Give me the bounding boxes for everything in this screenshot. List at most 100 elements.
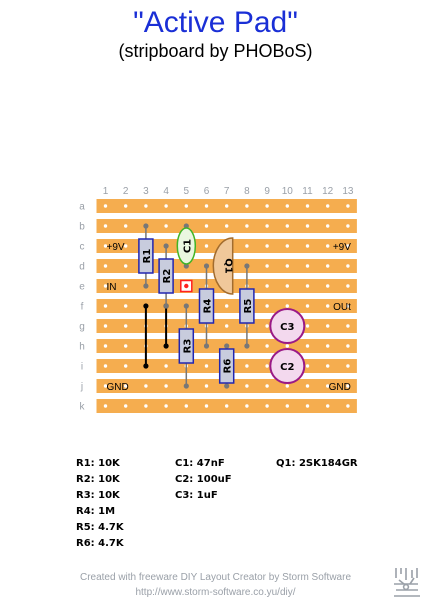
resistor-pad: [143, 283, 149, 289]
hole: [103, 364, 108, 368]
hole: [184, 404, 188, 408]
hole: [124, 244, 128, 248]
hole: [124, 284, 128, 288]
column-label: 7: [224, 186, 230, 197]
capacitor-pad: [183, 263, 189, 269]
hole: [164, 404, 168, 408]
hole: [346, 384, 350, 388]
hole: [124, 264, 128, 268]
resistor-label: R4: [203, 299, 214, 314]
capacitor-c1: [176, 227, 197, 265]
hole: [225, 304, 229, 308]
hole: [326, 204, 330, 208]
hole: [225, 324, 229, 328]
hole: [346, 244, 350, 248]
hole: [103, 324, 108, 328]
column-label: 3: [143, 186, 149, 197]
hole: [124, 384, 128, 388]
hole: [225, 404, 229, 408]
hole: [305, 244, 310, 248]
bom-resistors: R1: 10K R2: 10K R3: 10K R4: 1M R5: 4.7K …: [76, 456, 124, 552]
bom-r2: R2: 10K: [76, 474, 120, 485]
resistor-pad: [203, 263, 210, 269]
hole: [103, 304, 108, 308]
hole: [265, 404, 269, 408]
column-label: 9: [264, 186, 270, 197]
hole: [245, 244, 249, 248]
bom-r4: R4: 1M: [76, 506, 116, 517]
connection-label: IN: [107, 282, 117, 293]
hole: [326, 384, 330, 388]
hole: [124, 404, 128, 408]
resistor-r4: [198, 288, 215, 324]
hole: [326, 344, 330, 348]
connection-label: +9V: [107, 242, 125, 253]
hole: [285, 264, 289, 268]
hole: [346, 304, 350, 308]
transistor-q1: [212, 237, 234, 295]
strip-cut-dot: [184, 283, 189, 289]
hole: [204, 364, 209, 368]
bom-r3: R3: 10K: [76, 490, 120, 501]
hole: [285, 224, 289, 228]
hole: [103, 264, 108, 268]
hole: [265, 204, 269, 208]
capacitor-label: C3: [280, 322, 294, 333]
bom-c3: C3: 1uF: [175, 490, 218, 501]
hole: [285, 404, 289, 408]
row-label: d: [79, 262, 85, 273]
hole: [225, 204, 229, 208]
hole: [285, 384, 289, 388]
hole: [346, 264, 350, 268]
hole: [103, 244, 108, 248]
hole: [285, 344, 289, 348]
diy-logo-icon: [394, 568, 420, 597]
hole: [346, 284, 350, 288]
hole: [204, 204, 209, 208]
bom-c2: C2: 100uF: [175, 474, 232, 485]
resistor-label: R3: [182, 339, 193, 354]
hole: [124, 324, 128, 328]
hole: [124, 224, 128, 228]
hole: [265, 304, 269, 308]
resistor-pad: [224, 383, 230, 389]
hole: [144, 204, 148, 208]
column-label: 10: [282, 186, 294, 197]
hole: [326, 324, 330, 328]
connection-label: +9V: [333, 242, 351, 253]
resistor-r1: [138, 238, 154, 274]
row-label: e: [79, 282, 85, 293]
hole: [326, 264, 330, 268]
hole: [204, 224, 209, 228]
hole: [305, 264, 310, 268]
hole: [245, 404, 249, 408]
row-label: g: [79, 322, 85, 333]
hole: [346, 404, 350, 408]
connection-label: GND: [107, 382, 129, 393]
row-label: b: [79, 222, 85, 233]
resistor-label: R6: [223, 359, 234, 374]
layout-subtitle: (stripboard by PHOBoS): [118, 41, 313, 61]
bom-r5: R5: 4.7K: [76, 522, 124, 533]
hole: [124, 344, 128, 348]
hole: [265, 344, 269, 348]
resistor-pad: [143, 223, 149, 229]
hole: [346, 344, 350, 348]
hole: [164, 224, 168, 228]
bom-r1: R1: 10K: [76, 458, 120, 469]
column-label: 13: [342, 186, 354, 197]
hole: [346, 204, 350, 208]
hole: [265, 224, 269, 228]
hole: [326, 284, 330, 288]
resistor-pad: [244, 263, 250, 269]
capacitor-pad: [183, 223, 189, 229]
hole: [144, 404, 148, 408]
resistor-pad: [163, 243, 169, 249]
hole: [164, 204, 168, 208]
hole: [265, 364, 269, 368]
hole: [124, 364, 128, 368]
hole: [245, 224, 249, 228]
hole: [305, 324, 310, 328]
hole: [305, 384, 310, 388]
